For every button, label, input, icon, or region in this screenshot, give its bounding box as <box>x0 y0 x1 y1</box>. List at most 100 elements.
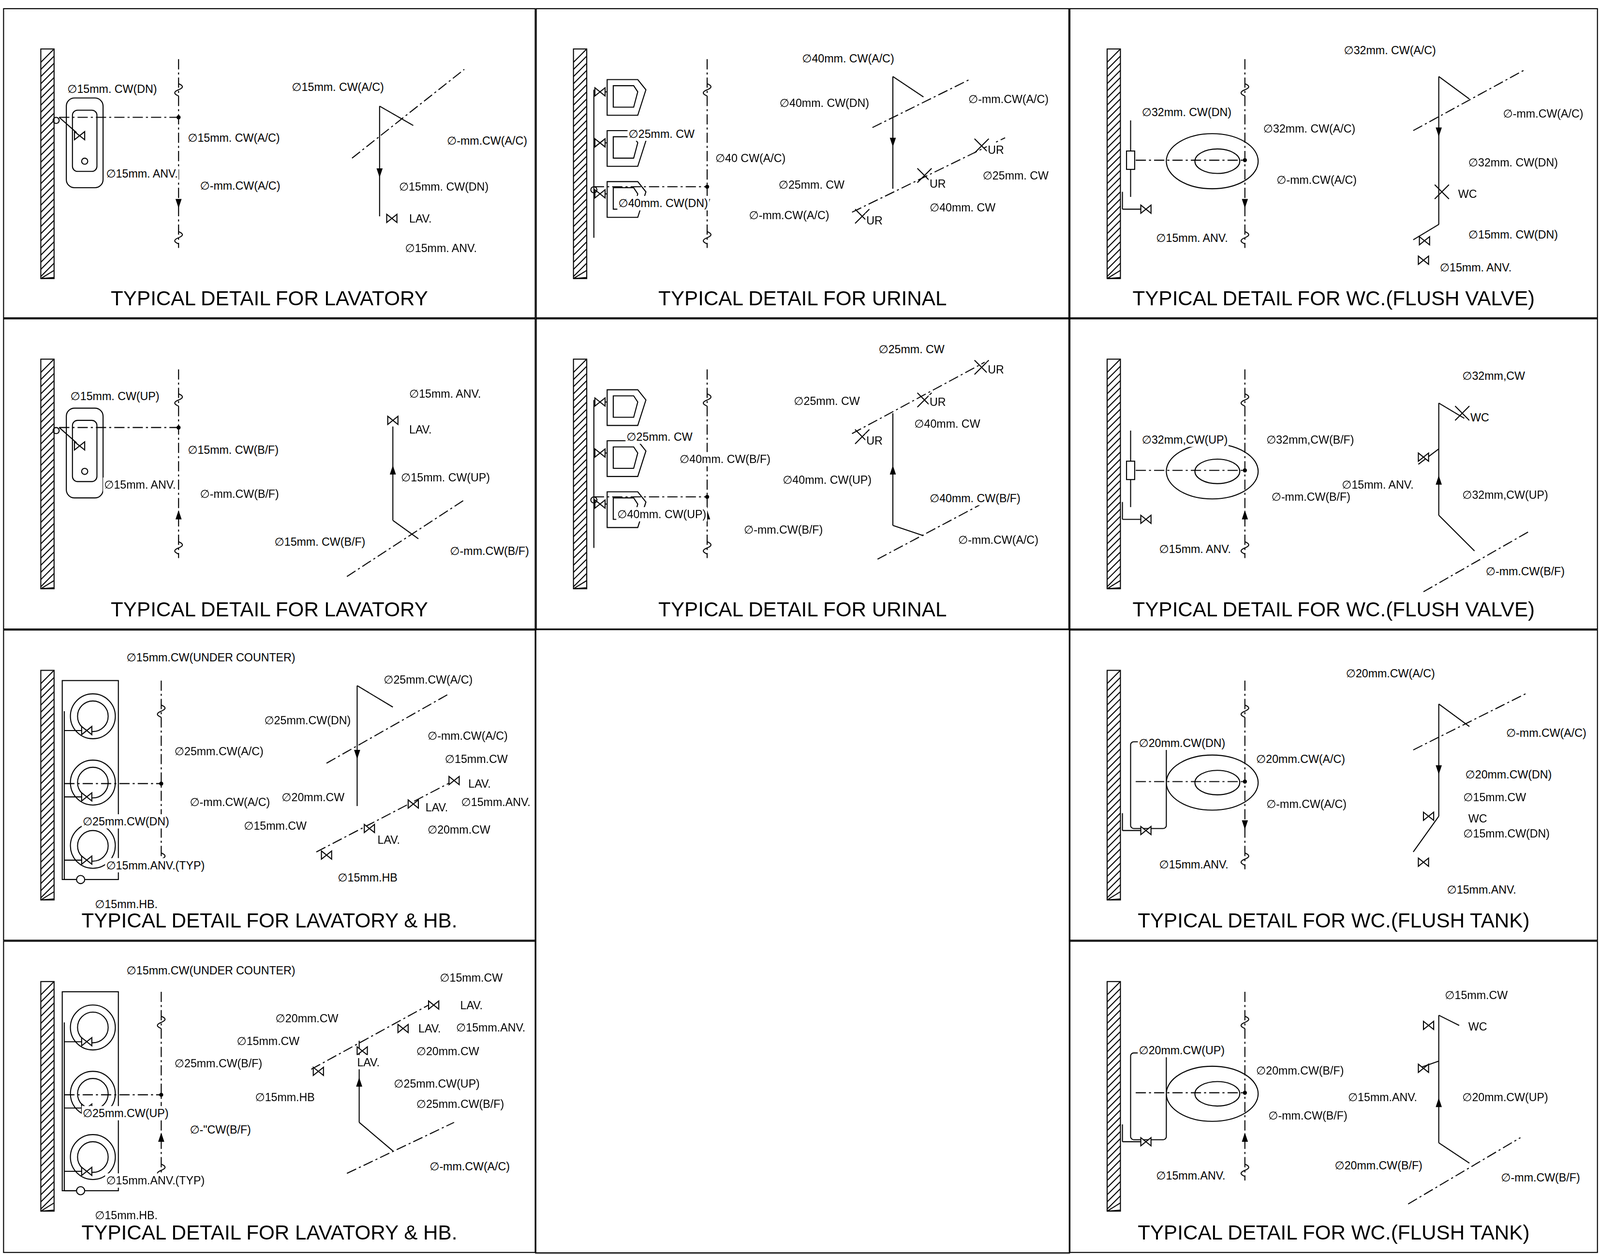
pipe-hidden <box>1135 469 1245 471</box>
pipe-label: ∅15mm.HB. <box>93 896 159 912</box>
wall-hatch <box>40 358 54 372</box>
pipe-label: ∅-mm.CW(A/C) <box>188 794 271 810</box>
wall-hatch <box>1107 1031 1121 1045</box>
wall-hatch <box>573 466 587 480</box>
break-mark <box>1241 231 1249 244</box>
detail-title: TYPICAL DETAIL FOR WC.(FLUSH VALVE) <box>1070 596 1598 622</box>
valve-symbol <box>1140 826 1152 835</box>
valve-symbol <box>81 855 92 864</box>
wall-hatch <box>40 70 54 84</box>
wall-hatch <box>1107 1110 1121 1124</box>
urinal <box>607 79 646 116</box>
iso-branch <box>1438 402 1440 516</box>
pipe-label: ∅15mm.ANV.(TYP) <box>104 858 206 873</box>
pipe <box>1122 1140 1141 1142</box>
wall-hatch <box>40 241 54 255</box>
wall-hatch <box>573 77 587 91</box>
wall-hatch <box>40 755 54 770</box>
pipe-label: ∅25mm. CW <box>627 126 696 142</box>
wall-hatch <box>1107 544 1121 558</box>
wall-hatch <box>1107 523 1121 537</box>
pipe-label: WC <box>1457 186 1479 202</box>
wall-hatch <box>1107 862 1121 876</box>
iso-branch <box>892 76 894 189</box>
iso-branch <box>1438 1142 1470 1163</box>
pipe-label: ∅25mm. CW <box>877 341 946 356</box>
flow-arrow <box>889 465 897 475</box>
wall-hatch <box>40 1188 54 1202</box>
pipe-label: ∅25mm. CW <box>777 177 846 193</box>
wall-hatch <box>1107 537 1121 551</box>
wall-hatch <box>573 48 587 62</box>
pipe <box>1122 208 1141 210</box>
wall-hatch <box>40 277 54 279</box>
wall <box>1107 981 1121 1212</box>
fixture-mark <box>1434 184 1450 200</box>
wall-hatch <box>40 670 54 684</box>
fixture-mark <box>1434 184 1450 200</box>
wall-hatch <box>40 451 54 465</box>
wall-hatch <box>1107 827 1121 841</box>
pipe-elbow <box>591 186 598 193</box>
wall-hatch <box>1107 48 1121 62</box>
wall-hatch <box>573 366 587 380</box>
iso-branch <box>379 105 414 126</box>
basin <box>72 420 98 482</box>
wall-hatch <box>40 827 54 841</box>
pipe-label: ∅25mm.CW(B/F) <box>415 1096 506 1112</box>
pipe-label: ∅20mm.CW(A/C) <box>1255 751 1347 767</box>
wall-hatch <box>1107 870 1121 884</box>
iso-branch <box>1438 402 1465 419</box>
flow-arrow <box>1435 765 1442 775</box>
wall-hatch <box>40 394 54 408</box>
pipe-label: ∅20mm.CW(B/F) <box>1333 1157 1424 1173</box>
flow-arrow <box>1241 198 1248 208</box>
iso-main <box>852 362 985 434</box>
wall-hatch <box>573 487 587 501</box>
wall-hatch <box>40 1095 54 1109</box>
wall-hatch <box>40 1002 54 1016</box>
wall-hatch <box>40 1088 54 1102</box>
pipe-label: ∅-mm.CW(A/C) <box>957 532 1040 548</box>
detail-panel: TYPICAL DETAIL FOR LAVATORY <box>2 8 536 319</box>
basin <box>66 408 104 499</box>
pipe-label: ∅15mm. ANV. <box>1340 477 1415 492</box>
wall-hatch <box>1107 459 1121 473</box>
wall-hatch <box>40 741 54 755</box>
valve-symbol <box>1140 1137 1152 1146</box>
pipe-elbow <box>53 117 60 124</box>
wall-hatch <box>40 255 54 269</box>
pipe-label: ∅15mm. ANV. <box>103 477 178 492</box>
wall-hatch <box>1107 705 1121 719</box>
iso-branch <box>379 105 381 217</box>
wall-hatch <box>40 444 54 458</box>
pipe-label: ∅20mm.CW <box>415 1043 481 1058</box>
wall-hatch <box>1107 394 1121 408</box>
flow-arrow <box>175 198 182 208</box>
wall-hatch <box>1107 855 1121 869</box>
wall-hatch <box>573 387 587 401</box>
pipe-label: ∅32mm,CW(UP) <box>1140 432 1230 447</box>
break-mark <box>1241 852 1249 865</box>
wall-hatch <box>40 720 54 734</box>
pipe-label: ∅20mm.CW <box>274 1010 340 1026</box>
pipe-label: ∅-mm.CW(A/C) <box>1275 172 1358 187</box>
pipe-hidden <box>1244 680 1246 870</box>
valve-symbol <box>74 441 85 450</box>
pipe <box>1122 813 1124 831</box>
wall-hatch <box>1107 805 1121 819</box>
pipe-label: UR <box>986 362 1006 377</box>
wall-hatch <box>1107 99 1121 113</box>
wall-hatch <box>40 748 54 762</box>
wall-hatch <box>573 459 587 473</box>
wall-hatch <box>40 870 54 884</box>
wall-hatch <box>1107 373 1121 387</box>
pipe-label: ∅15mm.HB <box>253 1089 316 1104</box>
pipe-label: ∅25mm. CW <box>625 429 694 445</box>
wall-hatch <box>40 1023 54 1038</box>
wall-hatch <box>40 516 54 530</box>
wall-hatch <box>40 366 54 380</box>
pipe-label: ∅15mm. ANV. <box>403 240 478 256</box>
pipe-label: ∅40mm. CW(UP) <box>616 506 708 522</box>
pipe-label: WC <box>1469 410 1491 425</box>
